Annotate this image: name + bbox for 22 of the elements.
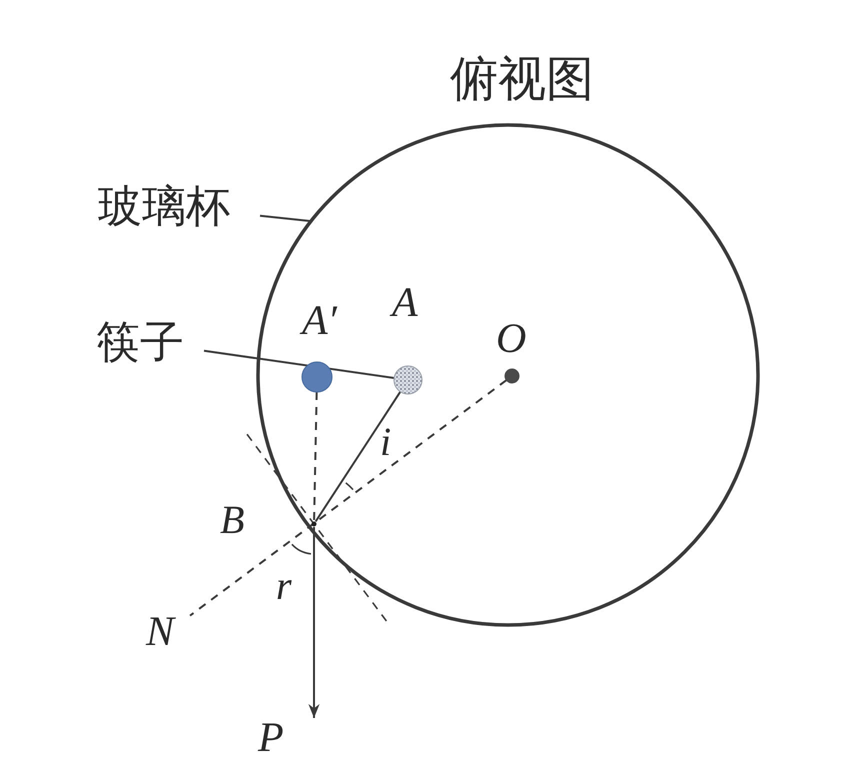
angle-label: i <box>380 422 392 462</box>
text-label: 筷子 <box>96 320 204 366</box>
light-ray-line <box>189 379 507 616</box>
point-label: O <box>496 318 526 360</box>
text-label: 玻璃杯 <box>98 184 260 230</box>
dot <box>503 367 521 385</box>
point-mark <box>309 519 319 529</box>
point-label: P <box>258 718 318 758</box>
leader-line <box>260 214 312 222</box>
light-ray-line <box>314 391 402 522</box>
light-ray-line <box>313 392 318 522</box>
angle-label: r <box>276 566 292 606</box>
leader-line <box>204 350 394 379</box>
point-label: A′ <box>302 300 337 342</box>
light-ray-arrow <box>308 527 320 718</box>
dot <box>392 364 424 396</box>
point-label: A <box>392 282 418 324</box>
point-label: N <box>146 612 190 652</box>
angle-label: B <box>220 500 244 540</box>
dot <box>300 360 334 394</box>
view-title: 俯视图 <box>450 56 594 104</box>
glass-cup-outline <box>256 123 760 627</box>
